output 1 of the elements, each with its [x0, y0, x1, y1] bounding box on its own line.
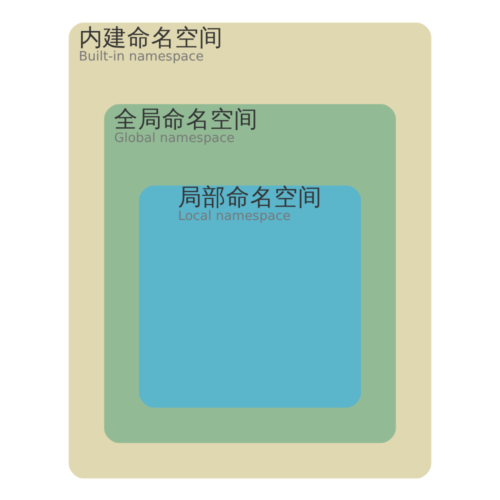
node-box: 局部命名空间 Local namespace — [139, 185, 361, 408]
